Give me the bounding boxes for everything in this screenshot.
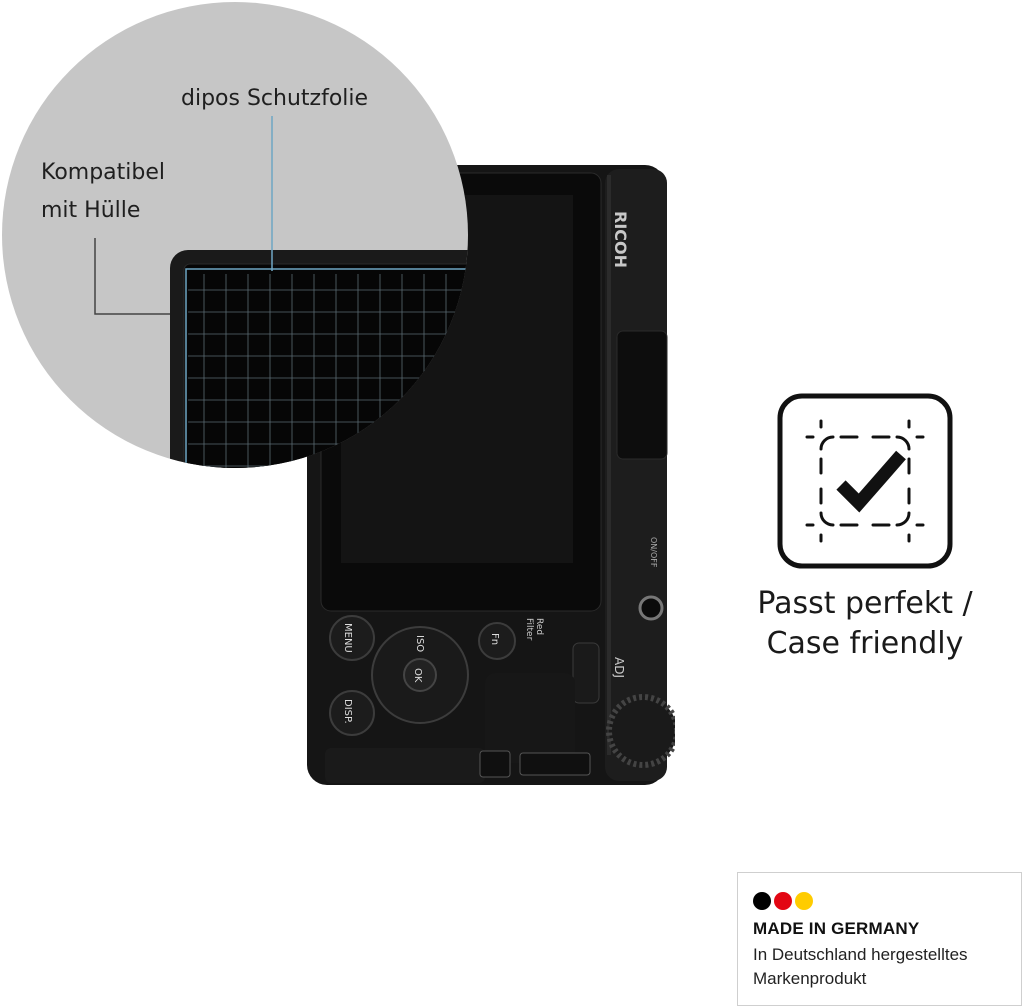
flag-dot-yellow (795, 892, 813, 910)
feature-caption: Passt perfekt / Case friendly (720, 584, 1010, 664)
camera-ok-label: OK (412, 668, 423, 683)
origin-line2: Markenprodukt (753, 969, 867, 988)
camera-onoff-label: ON/OFF (649, 537, 658, 568)
camera-red-label: Red (534, 618, 544, 635)
origin-title: MADE IN GERMANY (753, 919, 920, 938)
camera-iso-label: ISO (414, 635, 425, 652)
perfect-fit-check-icon (777, 393, 953, 569)
feature-caption-line1: Passt perfekt / (757, 586, 973, 621)
camera-adj-label: ADJ (612, 657, 626, 678)
magnifier-detail: dipos Schutzfolie Kompatibel mit Hülle (0, 0, 470, 470)
made-in-germany-badge: MADE IN GERMANY In Deutschland hergestel… (737, 872, 1022, 1006)
origin-line1: In Deutschland hergestelltes (753, 945, 968, 964)
camera-brand: RICOH (611, 211, 630, 268)
camera-fn-label: Fn (489, 633, 500, 645)
magnified-screen-protector (170, 250, 468, 468)
origin-subtitle: In Deutschland hergestelltes Markenprodu… (753, 943, 1018, 991)
camera-disp-label: DISP. (342, 699, 353, 724)
feature-caption-line2: Case friendly (766, 626, 964, 661)
flag-dot-red (774, 892, 792, 910)
case-compatible-label: Kompatibel mit Hülle (41, 154, 201, 230)
camera-menu-label: MENU (342, 623, 353, 653)
leader-lines (94, 116, 273, 315)
case-compatible-line1: Kompatibel (41, 160, 166, 185)
protector-label: dipos Schutzfolie (181, 86, 369, 111)
camera-filter-label: Filter (524, 618, 534, 641)
flag-dot-black (753, 892, 771, 910)
case-compatible-line2: mit Hülle (41, 198, 141, 223)
magnifier-circle (2, 2, 468, 468)
